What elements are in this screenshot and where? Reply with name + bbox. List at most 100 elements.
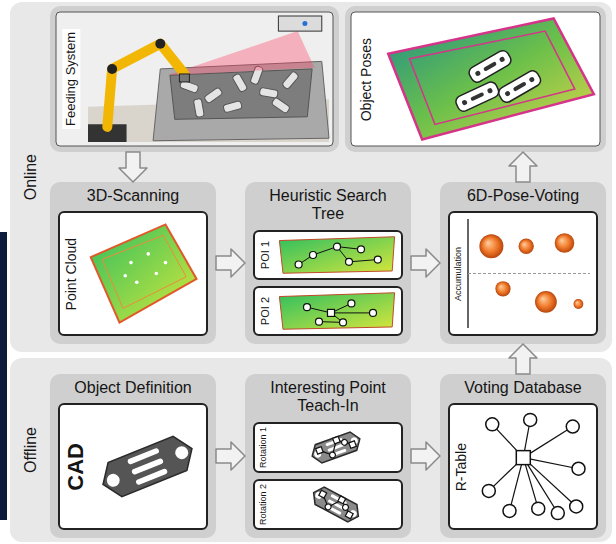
edge-strip <box>0 232 7 520</box>
vote-sphere <box>573 299 583 309</box>
part-hole <box>461 99 468 106</box>
search-node <box>334 243 341 250</box>
cloud-speck <box>146 252 150 256</box>
photo-frame <box>351 12 600 146</box>
vote-sphere <box>555 233 575 253</box>
teach-point <box>345 511 353 519</box>
search-node <box>295 261 302 268</box>
module-box: Object Poses <box>345 6 606 152</box>
search-node <box>304 304 311 311</box>
panel-label: Feeding System <box>62 29 80 129</box>
vote-sphere <box>519 239 534 254</box>
module-box: Point Cloud 3D-Scanning <box>50 182 216 344</box>
flow-arrow <box>509 344 537 374</box>
table-entry <box>572 462 585 475</box>
image-panel: R-Table <box>448 403 598 530</box>
flow-arrow <box>216 249 245 277</box>
module-title: 6D-Pose-Voting <box>440 187 606 205</box>
part-hole <box>487 87 494 94</box>
detected-part <box>467 48 513 84</box>
part-slot <box>135 468 168 486</box>
bin-part <box>282 71 300 90</box>
detected-part <box>454 80 501 113</box>
table-entry <box>551 507 564 520</box>
point-cloud-bin <box>279 237 394 273</box>
flow-arrow <box>509 152 537 182</box>
search-node <box>316 318 323 325</box>
robot-arm <box>107 44 184 127</box>
part-hole <box>504 90 511 97</box>
part-plate <box>309 430 363 466</box>
point-cloud-bin <box>91 224 197 322</box>
search-node <box>310 252 317 259</box>
part-hole <box>474 70 481 77</box>
module-box: CAD Object Definition <box>50 374 216 538</box>
table-entry <box>482 484 495 497</box>
robot-gripper <box>179 74 189 82</box>
vote-sphere <box>479 234 503 258</box>
image-panel: CAD <box>58 403 208 530</box>
flow-arrow <box>411 442 440 470</box>
panel-label: POI 2 <box>259 297 271 325</box>
image-panel: POI 2 <box>253 286 403 336</box>
module-box: Feeding System <box>50 6 339 152</box>
stage-band: CADObject DefinitionRotation 1Rotation 2… <box>10 358 612 542</box>
detected-part <box>454 80 501 113</box>
search-node <box>348 300 355 307</box>
table-link <box>510 458 524 511</box>
rotated-part <box>309 484 363 525</box>
part-plate <box>309 484 363 525</box>
teach-point <box>342 503 350 511</box>
robot-joint <box>107 64 117 74</box>
search-node <box>340 319 347 326</box>
rotated-part <box>309 430 363 466</box>
part-hole <box>499 56 506 63</box>
part-slot <box>513 81 527 91</box>
illustration <box>345 6 606 152</box>
search-node <box>374 256 381 263</box>
module-title: Object Definition <box>50 379 216 397</box>
illustration <box>255 481 401 528</box>
panel-label: POI 1 <box>259 241 271 269</box>
panel-label: CAD <box>64 443 88 491</box>
module-box: POI 1POI 2Heuristic Search Tree <box>245 182 411 344</box>
bin-part <box>223 101 242 113</box>
part-hole <box>173 444 190 461</box>
robot-joint <box>155 39 165 49</box>
scanner <box>278 16 321 31</box>
bin-part <box>232 73 248 93</box>
teach-point <box>316 447 323 454</box>
point-cloud-bin <box>279 293 394 329</box>
scanner-lens <box>302 21 307 26</box>
detected-part <box>497 69 543 105</box>
table-entry <box>524 413 537 426</box>
panel-label: Offline <box>22 427 40 473</box>
search-node <box>346 258 353 265</box>
image-panel: Point Cloud <box>58 211 208 336</box>
part-slot <box>470 92 484 102</box>
illustration <box>50 6 339 152</box>
teach-point <box>324 503 332 511</box>
table-entry <box>486 418 499 431</box>
panel-label: R-Table <box>454 443 469 491</box>
image-panel: Rotation 1 <box>253 422 403 473</box>
table-entry <box>566 420 579 433</box>
search-root <box>328 309 335 316</box>
table-entry <box>503 504 516 517</box>
cloud-speck <box>129 261 133 265</box>
table-reference <box>516 451 530 465</box>
flow-arrow <box>216 442 245 470</box>
flow-arrow <box>119 152 147 182</box>
chart-divider <box>468 273 590 274</box>
cloud-speck <box>164 261 168 265</box>
bin-part <box>204 87 223 104</box>
illustration <box>255 232 401 278</box>
vote-sphere <box>535 291 557 313</box>
search-link <box>349 260 378 262</box>
module-title: Voting Database <box>440 379 606 397</box>
teach-point <box>338 496 346 504</box>
search-link <box>331 312 373 313</box>
part-hole <box>105 472 122 489</box>
bin-part <box>259 87 278 98</box>
module-title: 3D-Scanning <box>50 187 216 205</box>
